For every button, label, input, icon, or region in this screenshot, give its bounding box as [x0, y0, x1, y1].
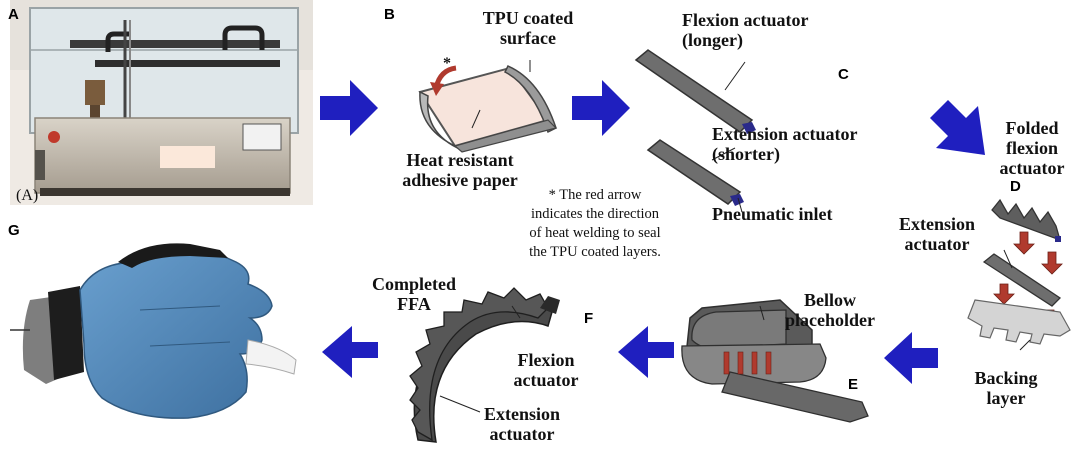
- process-arrows: [320, 80, 985, 384]
- tpu-sheet-illustration: [418, 65, 558, 153]
- label-extension-actuator-short: Extension actuator (shorter): [712, 124, 858, 164]
- label-tpu-coated: TPU coated surface: [482, 8, 574, 48]
- label-folded-flexion-actuator: Folded flexion actuator: [999, 118, 1065, 178]
- panel-label-c: C: [838, 66, 849, 83]
- exploded-stack: [967, 198, 1071, 345]
- backing-layer: [967, 299, 1071, 345]
- flexion-actuator-long: [634, 49, 754, 133]
- label-flexion-actuator-f: Flexion actuator: [513, 350, 579, 390]
- glove-photo: [0, 232, 303, 456]
- label-flexion-actuator-long: Flexion actuator (longer): [682, 10, 809, 50]
- completed-ffa-illustration: [409, 287, 560, 443]
- label-pneumatic-inlet: Pneumatic inlet: [712, 204, 833, 224]
- label-extension-actuator-f: Extension actuator: [483, 404, 561, 444]
- panel-label-f: F: [584, 310, 594, 327]
- label-extension-actuator-d: Extension actuator: [898, 214, 976, 254]
- red-arrow-note: * The red arrow indicates the direction …: [529, 187, 661, 260]
- arrow-right-2: [572, 80, 630, 136]
- arrow-left-3: [322, 326, 378, 378]
- photo-a-caption: (A): [16, 187, 39, 204]
- panel-label-d: D: [1010, 178, 1021, 195]
- label-heat-resistant-paper: Heat resistant adhesive paper: [402, 150, 518, 190]
- panel-label-b: B: [384, 6, 395, 23]
- panel-label-a: A: [8, 6, 19, 23]
- label-completed-ffa: Completed FFA: [372, 274, 456, 314]
- extension-actuator-d: [982, 253, 1062, 307]
- asterisk-mark: *: [443, 55, 451, 72]
- panel-label-g: G: [8, 222, 20, 239]
- panel-label-e: E: [848, 376, 859, 393]
- arrow-right-1: [320, 80, 378, 136]
- label-bellow-placeholder: Bellow placeholder: [785, 290, 875, 330]
- printer-photo: [10, 0, 313, 205]
- label-backing-layer: Backing layer: [974, 368, 1038, 408]
- extension-actuator-short: [646, 139, 742, 205]
- folded-flexion-actuator: [991, 198, 1061, 242]
- arrow-diagonal: [930, 100, 985, 155]
- leader-lines: [439, 60, 1031, 413]
- bellow-placeholder-illustration: [681, 299, 869, 423]
- flat-actuators: [634, 49, 756, 213]
- arrow-left-2: [618, 326, 674, 378]
- arrow-left-1: [884, 332, 938, 384]
